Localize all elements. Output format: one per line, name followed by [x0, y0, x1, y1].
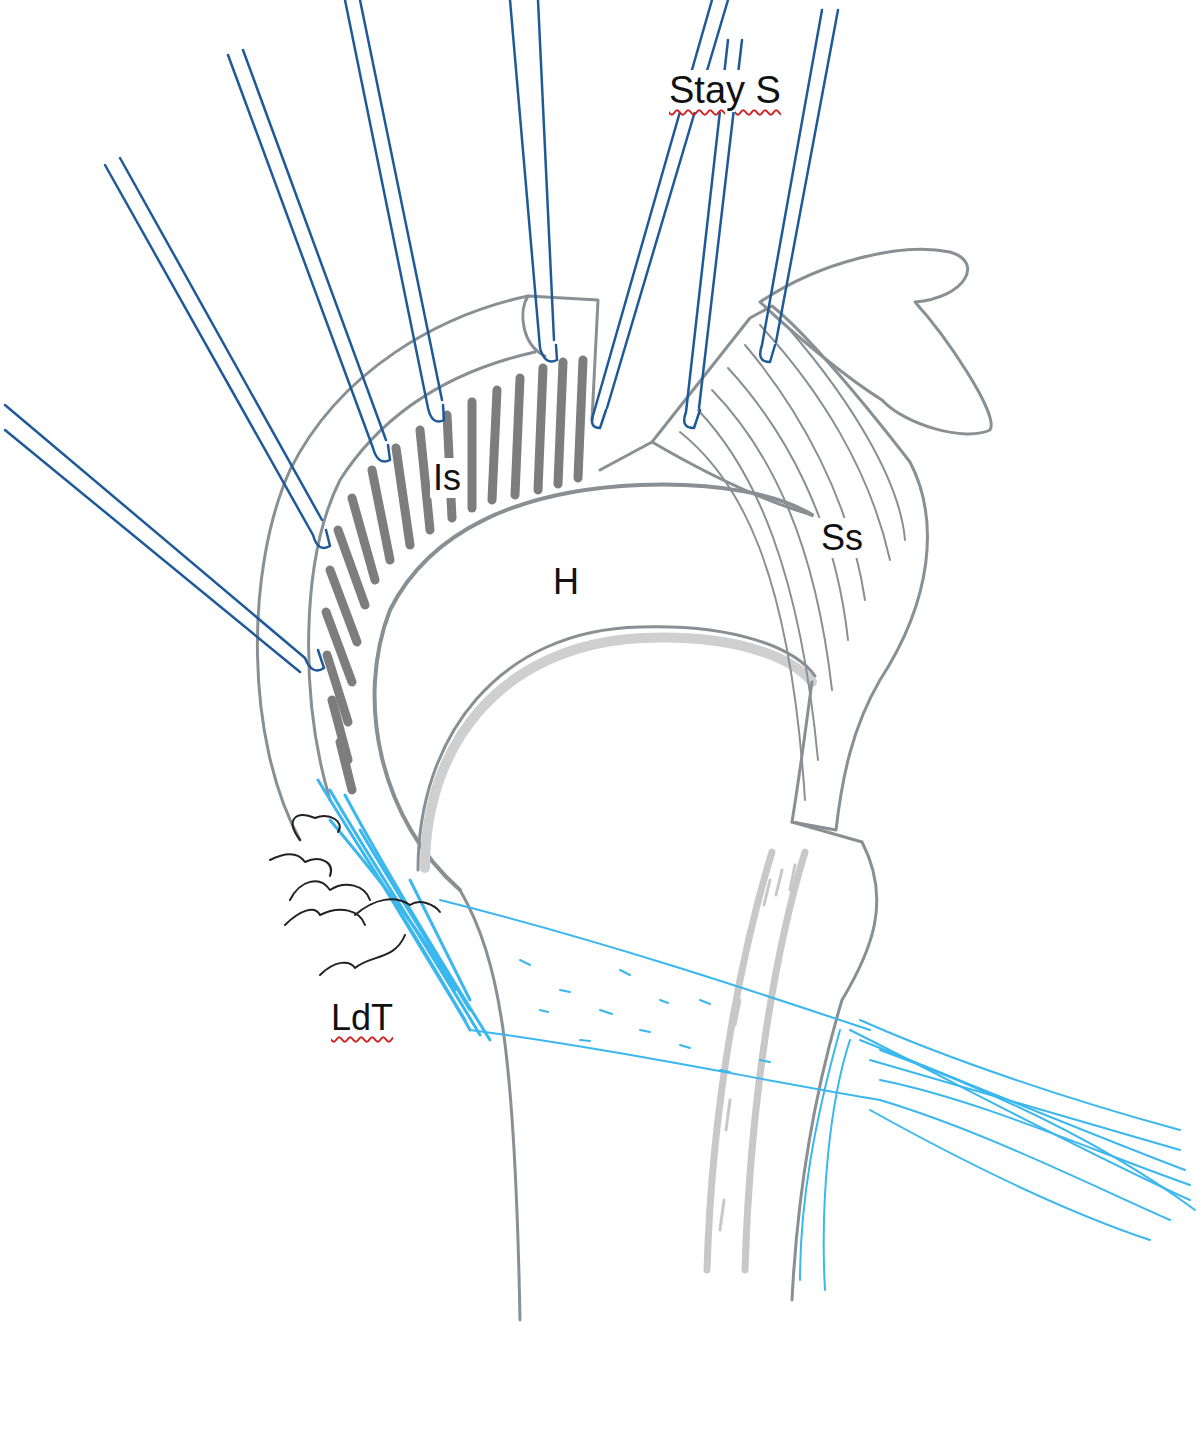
groove-hatching	[720, 865, 795, 1230]
cartilage-edge	[418, 627, 815, 870]
latissimus-tendon	[318, 780, 1195, 1290]
bicipital-groove	[707, 852, 805, 1270]
part-label: H	[550, 562, 582, 602]
supraspinatus-outline	[600, 306, 927, 830]
humeral-head-outline	[375, 485, 812, 890]
part-label: Is	[430, 458, 464, 498]
scapula-outline	[760, 249, 991, 433]
supraspinatus-fibres	[680, 325, 905, 800]
suture-loops	[270, 815, 440, 975]
part-label: LdT	[328, 998, 396, 1038]
outer-contour	[257, 296, 598, 840]
shaft-outline	[792, 822, 877, 1300]
stay-sutures	[5, 0, 838, 672]
part-label: Stay S	[666, 70, 784, 112]
infraspinatus-edge	[309, 352, 535, 800]
cartilage-arc	[425, 638, 812, 868]
infraspinatus-roll	[523, 296, 545, 356]
shaft-outline	[460, 890, 520, 1320]
part-label: Ss	[818, 518, 866, 558]
